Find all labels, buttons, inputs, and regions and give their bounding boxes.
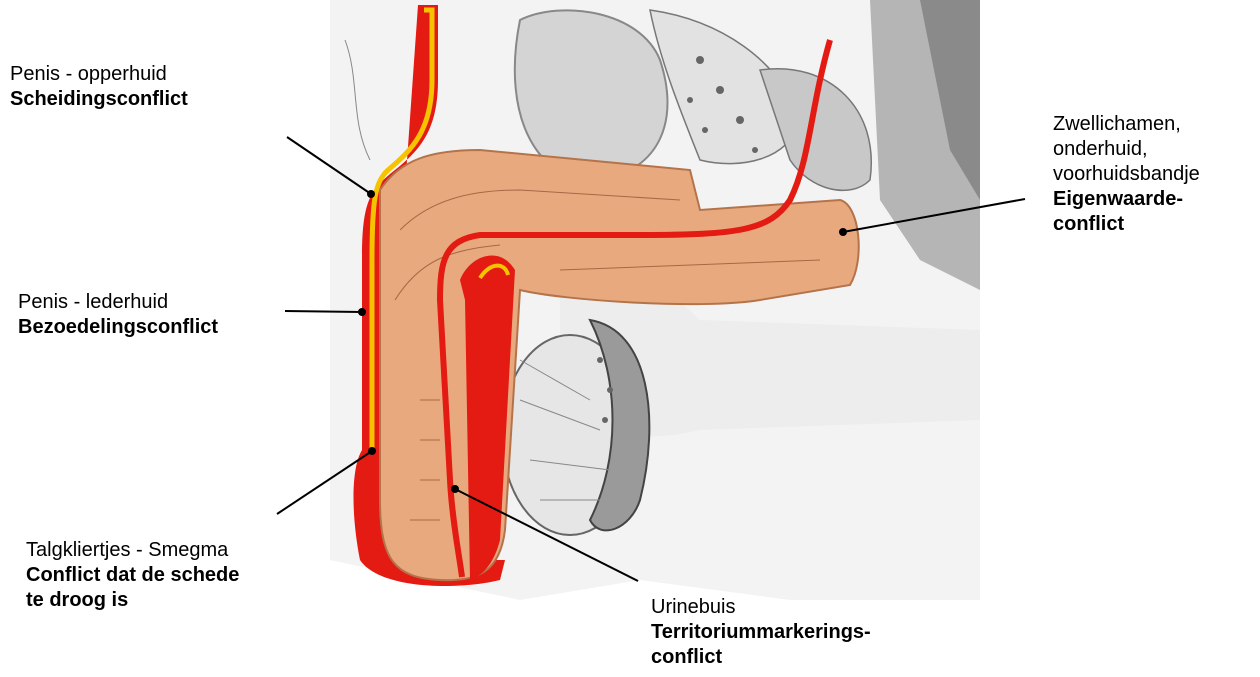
label-conflict-line: conflict — [1053, 212, 1200, 237]
label-penis-lederhuid: Penis - lederhuid Bezoedelingsconflict — [18, 290, 218, 340]
pointer-dot-lederhuid — [358, 308, 366, 316]
label-zwellichamen: Zwellichamen, onderhuid, voorhuidsbandje… — [1053, 112, 1200, 237]
label-name-line: Zwellichamen, — [1053, 112, 1200, 137]
pointer-dot-opperhuid — [367, 190, 375, 198]
label-name: Penis - opperhuid — [10, 62, 188, 87]
label-name-line: onderhuid, — [1053, 137, 1200, 162]
label-name: Penis - lederhuid — [18, 290, 218, 315]
label-conflict-line: te droog is — [26, 588, 239, 613]
label-conflict-line: Territoriummarkerings- — [651, 620, 871, 645]
pointer-dot-talg — [368, 447, 376, 455]
label-name: Talgkliertjes - Smegma — [26, 538, 239, 563]
label-penis-opperhuid: Penis - opperhuid Scheidingsconflict — [10, 62, 188, 112]
label-name: Urinebuis — [651, 595, 871, 620]
label-conflict-line: Eigenwaarde- — [1053, 187, 1200, 212]
label-talgkliertjes: Talgkliertjes - Smegma Conflict dat de s… — [26, 538, 239, 613]
pointer-lederhuid — [285, 311, 362, 312]
label-urinebuis: Urinebuis Territoriummarkerings- conflic… — [651, 595, 871, 670]
label-name-line: voorhuidsbandje — [1053, 162, 1200, 187]
label-conflict: Scheidingsconflict — [10, 87, 188, 112]
label-conflict-line: conflict — [651, 645, 871, 670]
label-conflict: Bezoedelingsconflict — [18, 315, 218, 340]
pointer-dot-urinebuis — [451, 485, 459, 493]
label-conflict-line: Conflict dat de schede — [26, 563, 239, 588]
pointer-dot-zwel — [839, 228, 847, 236]
